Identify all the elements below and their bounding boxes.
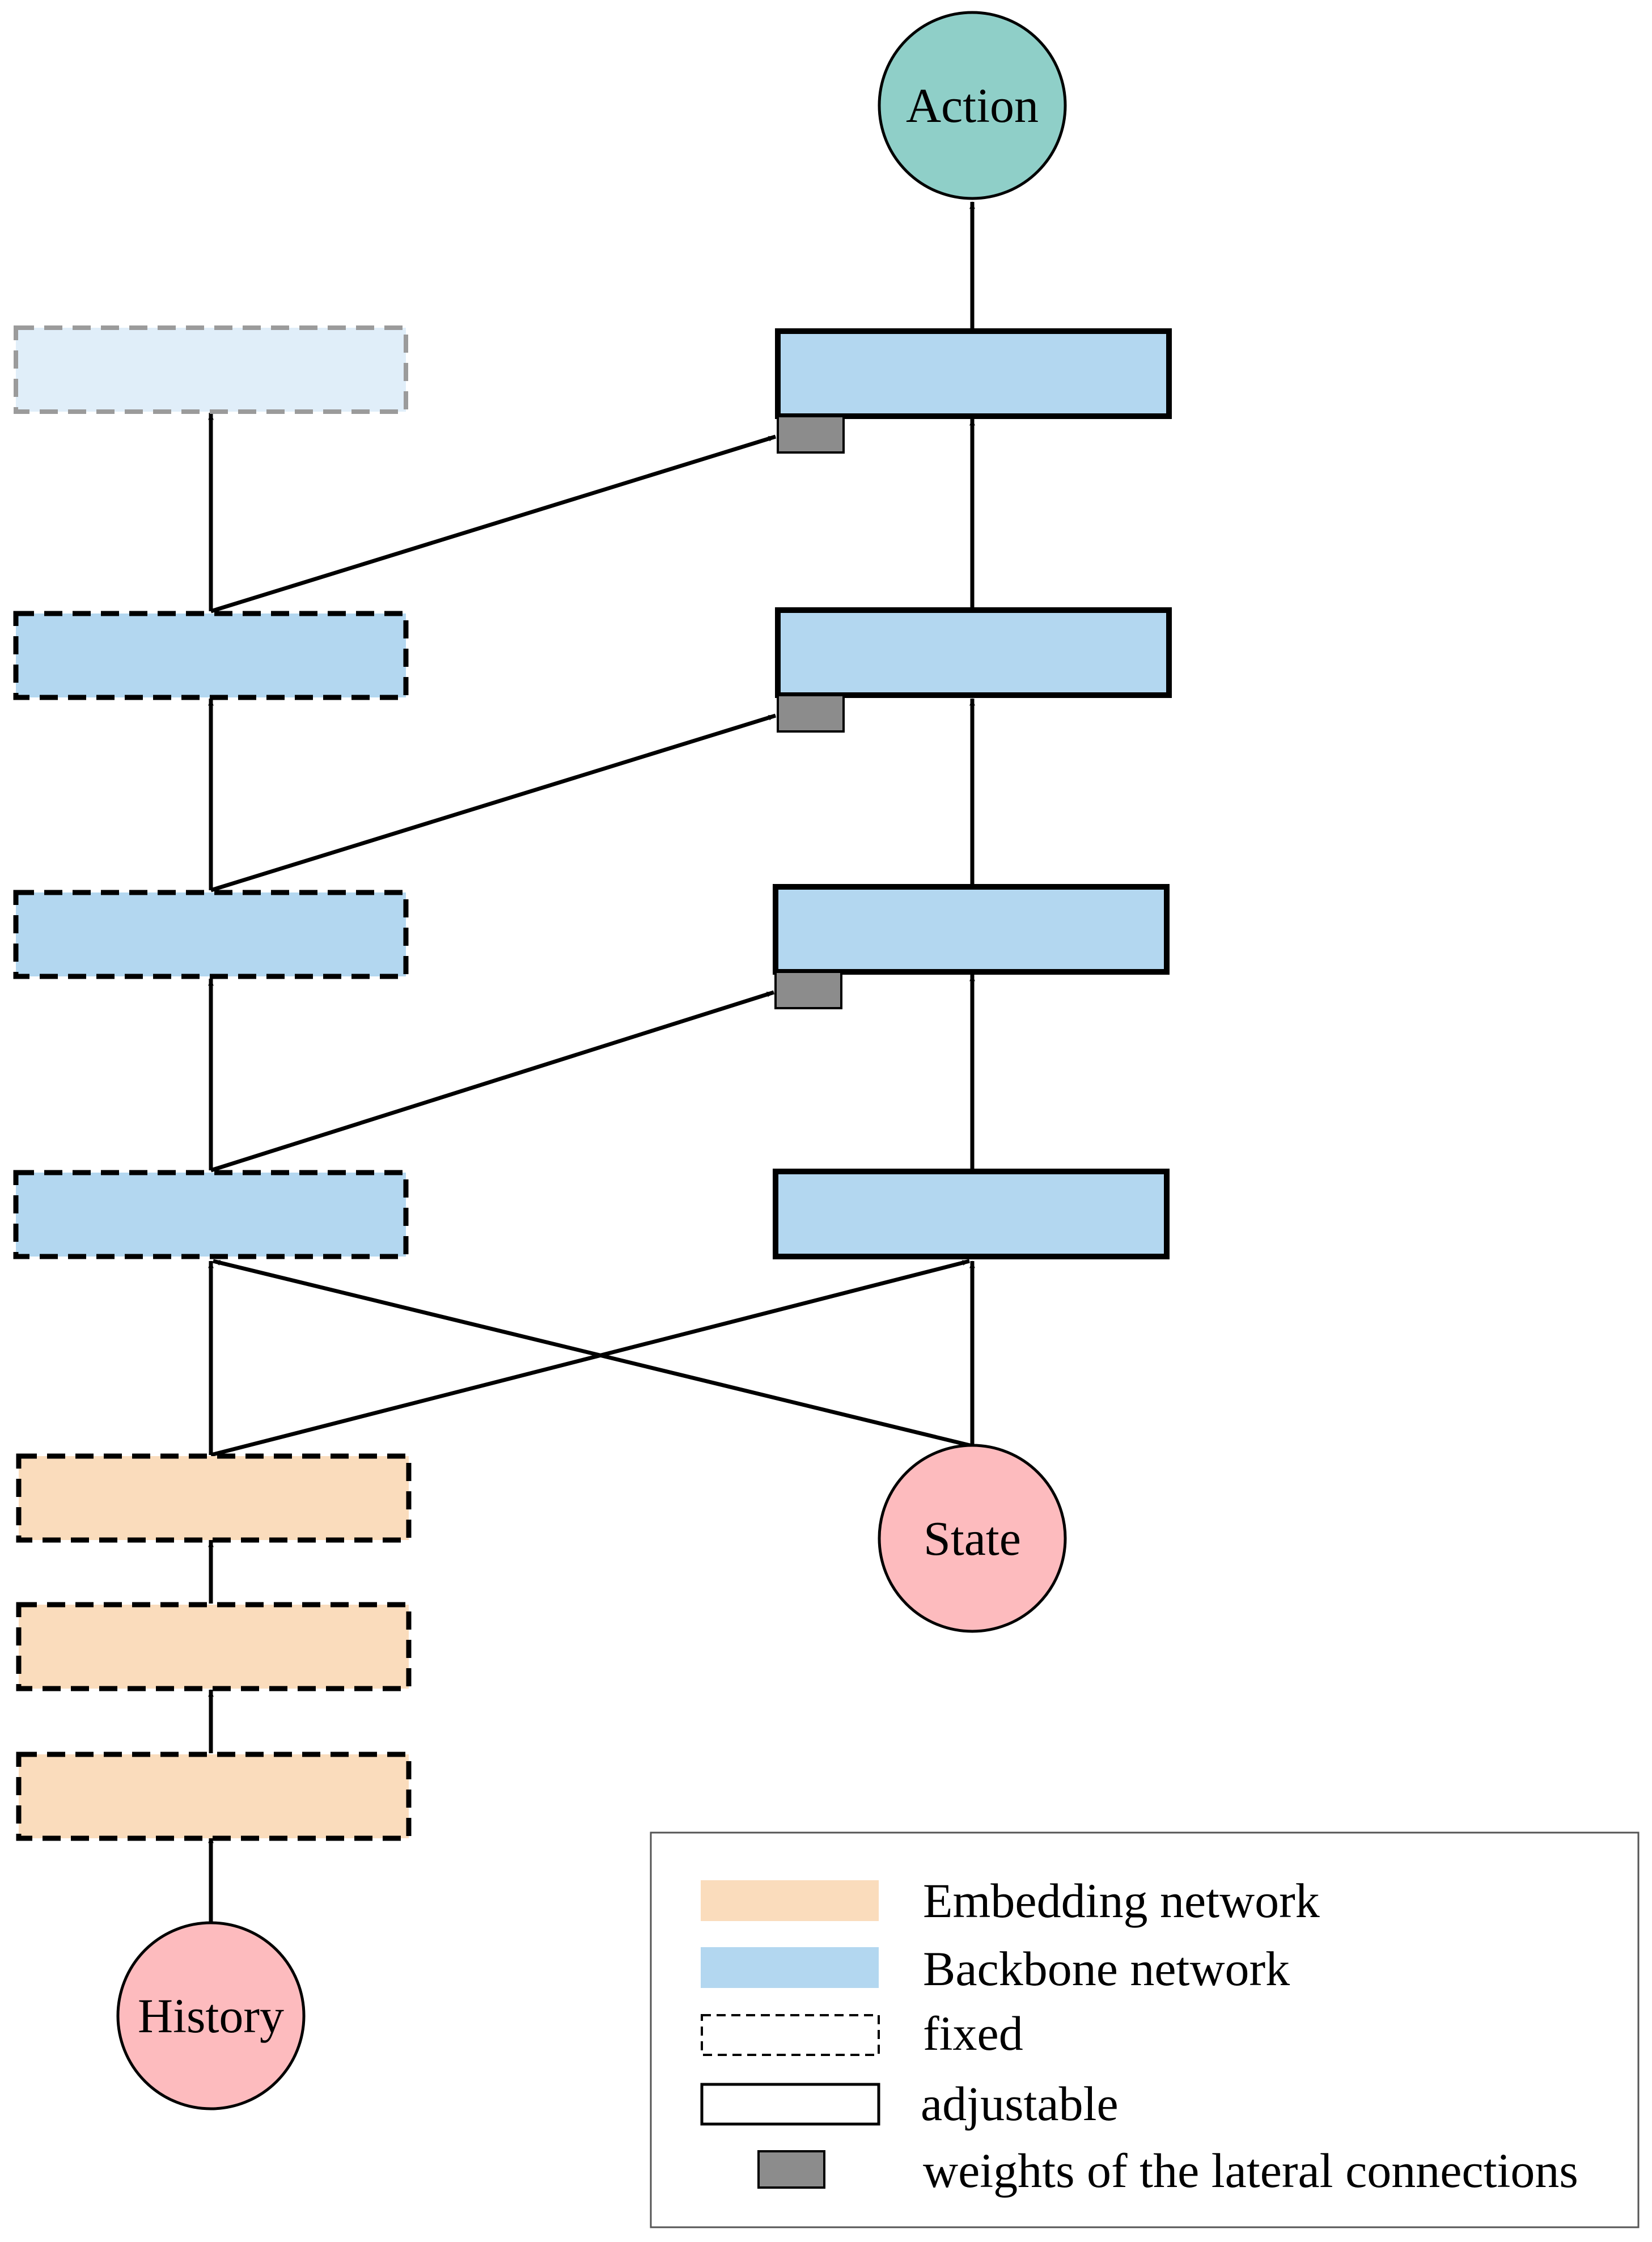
embedding-layer-1 — [16, 1752, 412, 1841]
action-label: Action — [906, 78, 1039, 133]
weights-box-1 — [774, 971, 842, 1009]
embedding-layer-2 — [16, 1602, 412, 1691]
legend-adjustable-label: adjustable — [921, 2076, 1119, 2131]
state-label: State — [924, 1511, 1021, 1566]
fixed-backbone-layer-1 — [13, 1170, 409, 1259]
weights-box-2 — [777, 694, 845, 733]
adjustable-backbone-layer-3 — [775, 607, 1172, 698]
adjustable-backbone-layer-4 — [775, 328, 1172, 419]
history-node: History — [116, 1921, 306, 2110]
legend-fixed-label: fixed — [923, 2006, 1023, 2061]
fixed-column — [13, 325, 412, 1841]
adjustable-backbone-layer-2 — [773, 884, 1170, 975]
nodes: Action State History — [116, 11, 1067, 2110]
fixed-backbone-layer-3 — [13, 611, 409, 700]
legend-weights-swatch — [757, 2150, 825, 2189]
lateral-connection-3 — [210, 434, 777, 614]
arrow-embedding-to-adjustable-backbone-1 — [210, 1259, 970, 1457]
legend-adjustable-swatch — [700, 2083, 880, 2126]
legend-backbone-label: Backbone network — [923, 1941, 1290, 1996]
legend-backbone-swatch — [701, 1947, 879, 1988]
weights-box-3 — [777, 415, 845, 454]
adjustable-backbone-layer-1 — [773, 1169, 1170, 1259]
legend-embedding-label: Embedding network — [923, 1873, 1320, 1928]
adjustable-column — [773, 328, 1172, 1259]
fixed-backbone-layer-2 — [13, 890, 409, 979]
legend-embedding-swatch — [701, 1880, 879, 1921]
legend: Embedding network Backbone network fixed… — [650, 1831, 1640, 2228]
fixed-backbone-layer-4-faded — [14, 325, 408, 414]
action-node: Action — [878, 11, 1067, 200]
lateral-connection-2 — [210, 713, 777, 892]
lateral-connection-1 — [210, 990, 775, 1173]
state-node: State — [878, 1444, 1067, 1633]
connections — [208, 201, 975, 1922]
history-label: History — [138, 1989, 284, 2043]
legend-weights-label: weights of the lateral connections — [923, 2143, 1578, 2198]
legend-fixed-swatch — [701, 2014, 880, 2056]
arrow-state-to-fixed-backbone-1 — [213, 1259, 973, 1448]
embedding-layer-3 — [16, 1453, 412, 1543]
